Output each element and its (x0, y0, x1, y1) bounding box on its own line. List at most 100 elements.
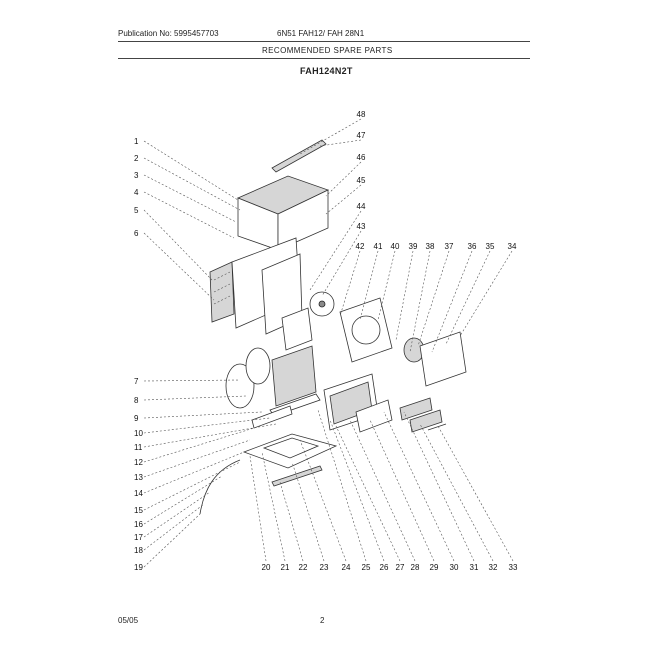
part-label-37: 37 (445, 242, 454, 251)
header-rule-top (118, 41, 530, 42)
leader-line-32 (419, 423, 494, 562)
part-label-29: 29 (430, 563, 439, 572)
part-label-40: 40 (391, 242, 400, 251)
leader-line-43 (321, 230, 362, 297)
coil-fin-line (213, 283, 231, 293)
part-label-12: 12 (134, 458, 143, 467)
coil-fin-line (213, 271, 231, 281)
part-base-pan-inner (262, 437, 320, 459)
model-title: FAH124N2T (300, 66, 353, 76)
part-label-25: 25 (362, 563, 371, 572)
part-label-34: 34 (508, 242, 517, 251)
part-label-16: 16 (134, 520, 143, 529)
part-control-strip (399, 397, 433, 421)
part-label-15: 15 (134, 506, 143, 515)
part-label-14: 14 (134, 489, 143, 498)
leader-line-3 (143, 174, 237, 223)
part-compressor (225, 363, 255, 409)
part-label-21: 21 (281, 563, 290, 572)
part-chassis-rail (271, 465, 323, 487)
leader-line-42 (339, 250, 361, 317)
part-label-5: 5 (134, 206, 139, 215)
leader-line-34 (459, 250, 513, 337)
part-label-38: 38 (426, 242, 435, 251)
leader-line-17 (143, 491, 211, 538)
part-label-3: 3 (134, 171, 139, 180)
part-label-31: 31 (470, 563, 479, 572)
footer-date: 05/05 (118, 616, 139, 625)
leader-line-1 (143, 140, 239, 201)
part-compressor-2 (245, 347, 271, 385)
part-air-filter (355, 399, 393, 433)
part-label-45: 45 (357, 176, 366, 185)
part-label-10: 10 (134, 429, 143, 438)
leader-lines (143, 118, 514, 568)
part-label-36: 36 (468, 242, 477, 251)
leader-line-22 (279, 481, 304, 562)
part-label-43: 43 (357, 222, 366, 231)
leader-line-47 (319, 139, 362, 147)
part-fan-hub (318, 300, 326, 308)
part-label-26: 26 (380, 563, 389, 572)
part-label-32: 32 (489, 563, 498, 572)
part-evaporator-coil (271, 345, 317, 407)
part-label-17: 17 (134, 533, 143, 542)
part-front-panel (419, 331, 467, 387)
part-condenser-coil (209, 261, 235, 323)
part-fan-motor (281, 307, 313, 351)
part-label-44: 44 (357, 202, 366, 211)
leader-line-30 (383, 411, 455, 562)
leader-line-26 (329, 419, 385, 562)
part-power-cord (199, 459, 241, 515)
leader-line-46 (325, 161, 362, 197)
leader-line-15 (143, 461, 241, 511)
part-label-11: 11 (134, 443, 143, 452)
part-label-24: 24 (342, 563, 351, 572)
leader-line-20 (249, 455, 267, 562)
part-top-rail (271, 139, 327, 173)
leader-line-7 (143, 379, 241, 382)
part-blower-opening (351, 315, 381, 345)
leader-line-45 (325, 184, 362, 215)
part-label-13: 13 (134, 473, 143, 482)
leader-line-28 (349, 419, 416, 562)
part-label-42: 42 (356, 242, 365, 251)
part-label-35: 35 (486, 242, 495, 251)
leader-line-16 (143, 475, 223, 525)
leader-line-29 (369, 419, 435, 562)
leader-line-38 (409, 250, 431, 353)
leader-line-35 (445, 250, 491, 345)
leader-line-18 (143, 503, 205, 551)
leader-line-33 (437, 425, 514, 562)
leader-line-11 (143, 423, 277, 448)
part-label-23: 23 (320, 563, 329, 572)
model-codes: 6N51 FAH12/ FAH 28N1 (277, 29, 365, 38)
part-label-39: 39 (409, 242, 418, 251)
coil-fin-line (213, 295, 231, 305)
part-control-strip-2 (409, 409, 443, 433)
part-label-18: 18 (134, 546, 143, 555)
part-label-20: 20 (262, 563, 271, 572)
part-label-47: 47 (357, 131, 366, 140)
part-knob-shaft (427, 423, 447, 431)
leader-line-12 (143, 427, 255, 463)
publication-number: Publication No: 5995457703 (118, 29, 219, 38)
leader-line-9 (143, 411, 263, 419)
leader-line-27 (335, 425, 401, 562)
leader-line-6 (143, 232, 215, 301)
part-label-41: 41 (374, 242, 383, 251)
part-label-46: 46 (357, 153, 366, 162)
part-label-19: 19 (134, 563, 143, 572)
leader-line-31 (403, 411, 475, 562)
leader-line-24 (299, 439, 347, 562)
parts-drawing (199, 139, 467, 515)
part-label-8: 8 (134, 396, 139, 405)
part-label-9: 9 (134, 414, 139, 423)
footer-page-number: 2 (320, 616, 325, 625)
part-label-22: 22 (299, 563, 308, 572)
part-label-1: 1 (134, 137, 139, 146)
part-label-28: 28 (411, 563, 420, 572)
